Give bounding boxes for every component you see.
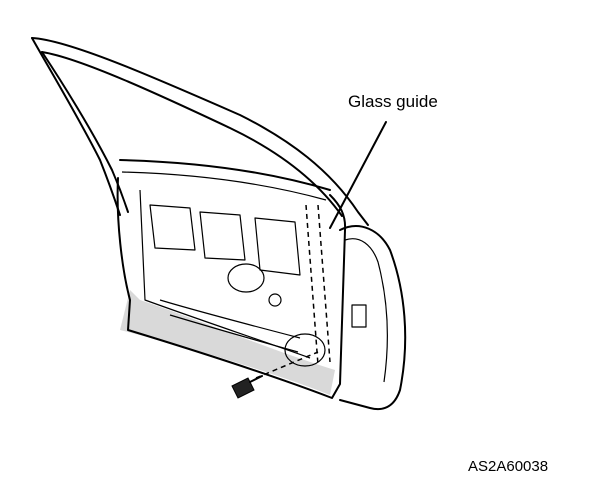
window-frame-inner <box>41 51 343 217</box>
bolt-icon <box>231 375 263 399</box>
door-panel-shade <box>120 290 335 395</box>
panel-lower-rail <box>159 299 301 339</box>
callout-leader-line <box>329 121 387 229</box>
belt-line <box>119 159 331 191</box>
glass-guide-rail <box>305 204 319 366</box>
door-panel-outline <box>116 177 347 399</box>
figure-code: AS2A60038 <box>468 458 549 475</box>
regulator-hub <box>227 263 265 293</box>
panel-opening-2 <box>199 211 246 261</box>
panel-opening-1 <box>149 204 196 251</box>
glass-guide-label: Glass guide <box>348 92 438 111</box>
panel-lower-rail-2 <box>169 314 299 353</box>
bolt-install-line <box>255 351 319 379</box>
door-rear-edge-inner <box>344 238 388 383</box>
speaker-hole <box>284 333 326 367</box>
frame-front-pillar <box>31 37 121 216</box>
window-frame-outer <box>31 37 369 226</box>
panel-hole <box>268 293 282 307</box>
door-rear-edge <box>339 225 407 410</box>
latch-block <box>351 304 367 328</box>
panel-opening-3 <box>254 217 301 276</box>
frame-front-pillar-inner <box>41 51 129 213</box>
belt-line-inner <box>121 171 327 201</box>
door-panel-inner <box>139 189 311 359</box>
